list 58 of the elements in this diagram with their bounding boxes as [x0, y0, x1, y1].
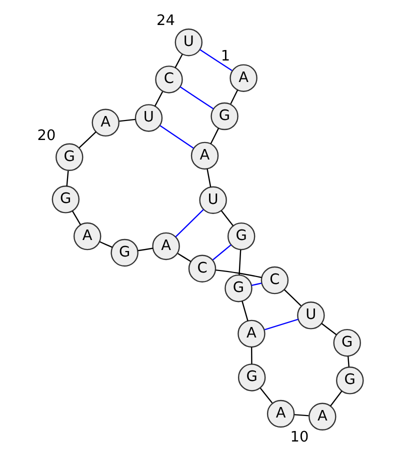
node-circle: U — [134, 104, 163, 132]
node-circle: U — [174, 28, 203, 56]
node-label: 20 — [37, 128, 56, 144]
connector — [119, 118, 136, 122]
node-circle: G — [227, 222, 256, 250]
node-circle: A — [152, 232, 180, 260]
node-circle: G — [333, 328, 361, 357]
node-circle: U — [297, 302, 325, 330]
connector — [206, 168, 212, 188]
node-circle: C — [155, 66, 183, 94]
node-circle: C — [188, 254, 216, 282]
connector — [284, 289, 302, 306]
node-circle: G — [56, 143, 84, 171]
connector — [72, 210, 82, 225]
node-circle: G — [224, 274, 252, 302]
node-label: 24 — [156, 12, 175, 29]
connector — [264, 318, 298, 330]
connector — [294, 414, 309, 416]
connector — [178, 252, 192, 262]
connector — [216, 269, 262, 278]
node-circle: A — [190, 142, 219, 170]
connector — [212, 244, 232, 260]
node-circle: A — [230, 64, 258, 92]
connector — [210, 128, 220, 144]
connector — [348, 356, 350, 367]
node-circle: A — [238, 320, 266, 348]
node-circle: U — [199, 186, 227, 214]
node-circle: A — [266, 400, 295, 428]
node-circle: G — [52, 186, 80, 214]
node-label: 1 — [220, 48, 230, 65]
connector — [200, 49, 232, 71]
node-circle: G — [210, 102, 238, 130]
node-circle: A — [92, 108, 120, 137]
node-circle: C — [260, 266, 289, 294]
node-circle: G — [110, 238, 138, 267]
node-circle: A — [308, 402, 336, 431]
connector — [321, 323, 337, 336]
connector — [138, 248, 154, 252]
node-label: 10 — [290, 430, 309, 446]
connector — [180, 86, 214, 110]
node-circle: G — [238, 364, 266, 392]
connector — [175, 209, 204, 238]
connector — [238, 250, 242, 275]
connector — [160, 125, 194, 149]
connector — [99, 241, 113, 248]
connector — [78, 131, 96, 148]
connector — [250, 347, 252, 364]
connector — [330, 390, 342, 406]
connector — [66, 170, 69, 186]
node-circle: A — [74, 222, 102, 250]
connector — [260, 388, 273, 404]
connector — [220, 210, 234, 226]
connector — [230, 90, 238, 104]
connector — [154, 91, 164, 106]
connector — [174, 54, 183, 68]
node-circle: G — [336, 366, 364, 394]
connector — [251, 282, 262, 286]
connector — [242, 301, 248, 322]
